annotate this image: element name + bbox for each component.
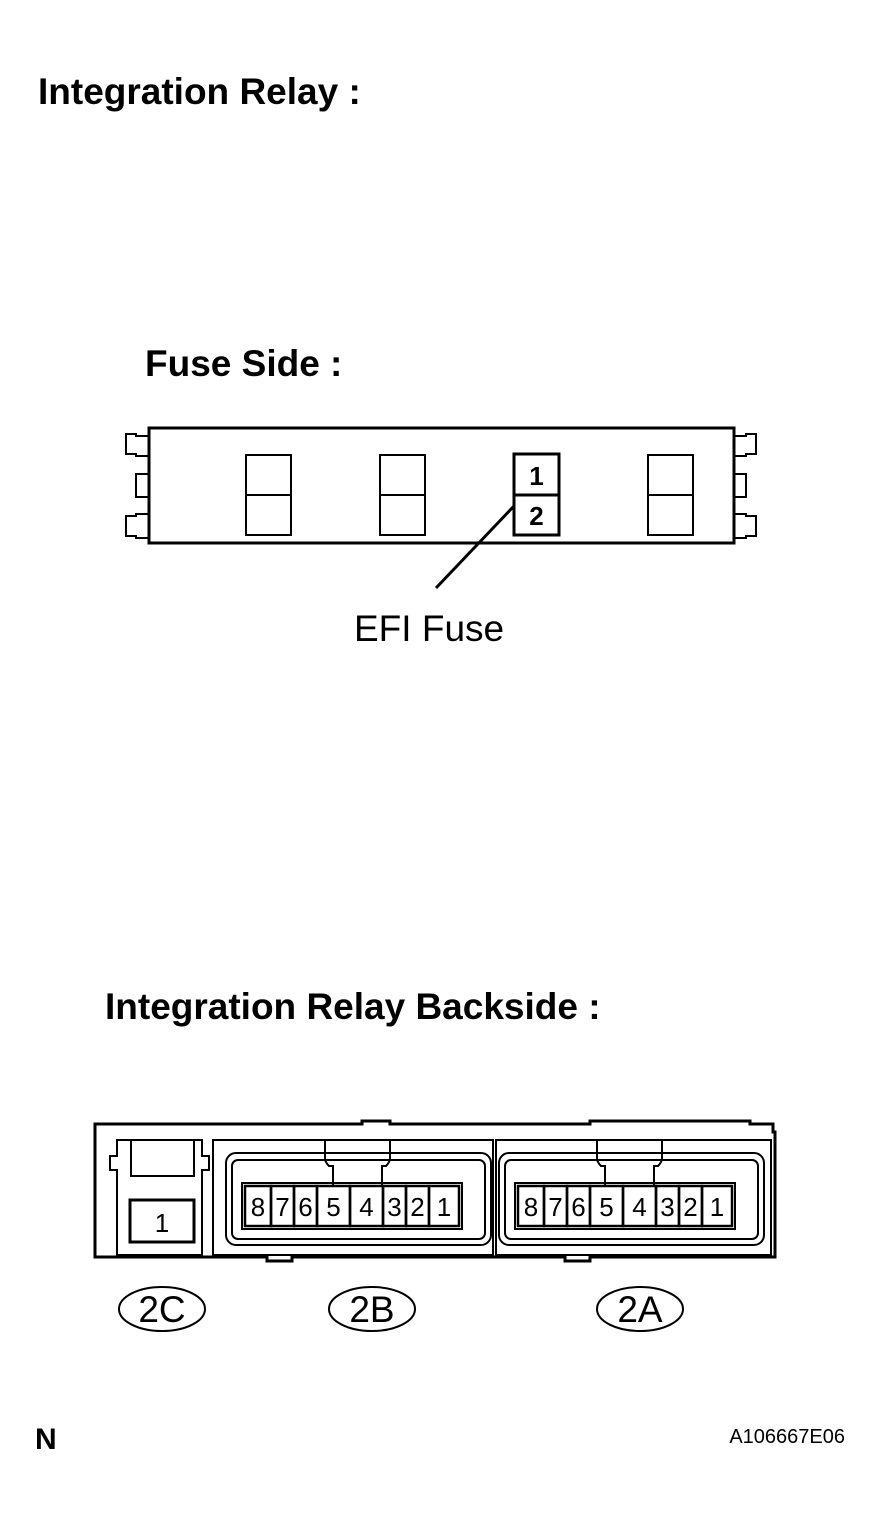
connector-2c-cavity xyxy=(109,1139,210,1256)
efi-fuse-leader-line xyxy=(434,504,516,590)
fuse-slot xyxy=(647,454,694,536)
connector-2b-pin-1: 1 xyxy=(437,1192,451,1222)
efi-fuse-label: EFI Fuse xyxy=(354,608,504,649)
connector-2b-cavity xyxy=(212,1139,494,1256)
efi-fuse-pin-1: 1 xyxy=(529,461,543,491)
efi-fuse-pin-2: 2 xyxy=(529,501,543,531)
connector-2a-pin-4: 4 xyxy=(632,1192,646,1222)
connector-2a-pin-frame xyxy=(514,1182,736,1230)
fuse-block-body xyxy=(147,426,736,545)
connector-2a-pin-3: 3 xyxy=(660,1192,674,1222)
fuse-block-left-clips xyxy=(125,433,149,539)
connector-2a-pin-1: 1 xyxy=(710,1192,724,1222)
connector-2a-pin-6: 6 xyxy=(571,1192,585,1222)
connector-2b-pin-5: 5 xyxy=(326,1192,340,1222)
connector-2c-id: 2C xyxy=(118,1286,206,1332)
footer-mark: N xyxy=(35,1423,57,1456)
page-title: Integration Relay : xyxy=(38,71,361,112)
connector-2b-pin-frame xyxy=(241,1182,463,1230)
connector-2a-pin-2: 2 xyxy=(683,1192,697,1222)
connector-2b-pin-7: 7 xyxy=(275,1192,289,1222)
fuse-slot xyxy=(245,454,292,536)
connector-2a-pin-8: 8 xyxy=(524,1192,538,1222)
connector-2c-pin: 1 xyxy=(155,1208,169,1238)
connector-2b-id: 2B xyxy=(328,1286,416,1332)
connector-2b-pin-4: 4 xyxy=(359,1192,373,1222)
fuse-slot xyxy=(379,454,426,536)
connector-2b-pin-8: 8 xyxy=(251,1192,265,1222)
connector-2a-pin-cell xyxy=(700,1184,734,1228)
fuse-block: 1 2 EFI Fuse xyxy=(125,426,757,649)
connector-2a-pin-5: 5 xyxy=(599,1192,613,1222)
connector-2a-id: 2A xyxy=(596,1286,684,1332)
figure-code: A106667E06 xyxy=(729,1426,845,1448)
connector-2b-pin-3: 3 xyxy=(387,1192,401,1222)
svg-text:2A: 2A xyxy=(617,1289,663,1330)
backside-heading: Integration Relay Backside : xyxy=(105,986,601,1027)
fuse-side-heading: Fuse Side : xyxy=(145,343,342,384)
connector-2b-pin-2: 2 xyxy=(410,1192,424,1222)
connector-2b-pin-6: 6 xyxy=(298,1192,312,1222)
svg-text:2C: 2C xyxy=(138,1289,185,1330)
connector-2b-pin-cell xyxy=(427,1184,461,1228)
fuse-block-right-clips xyxy=(734,433,757,539)
efi-fuse-slot: 1 2 xyxy=(512,452,561,537)
connector-2a-pin-7: 7 xyxy=(548,1192,562,1222)
svg-text:2B: 2B xyxy=(349,1289,394,1330)
